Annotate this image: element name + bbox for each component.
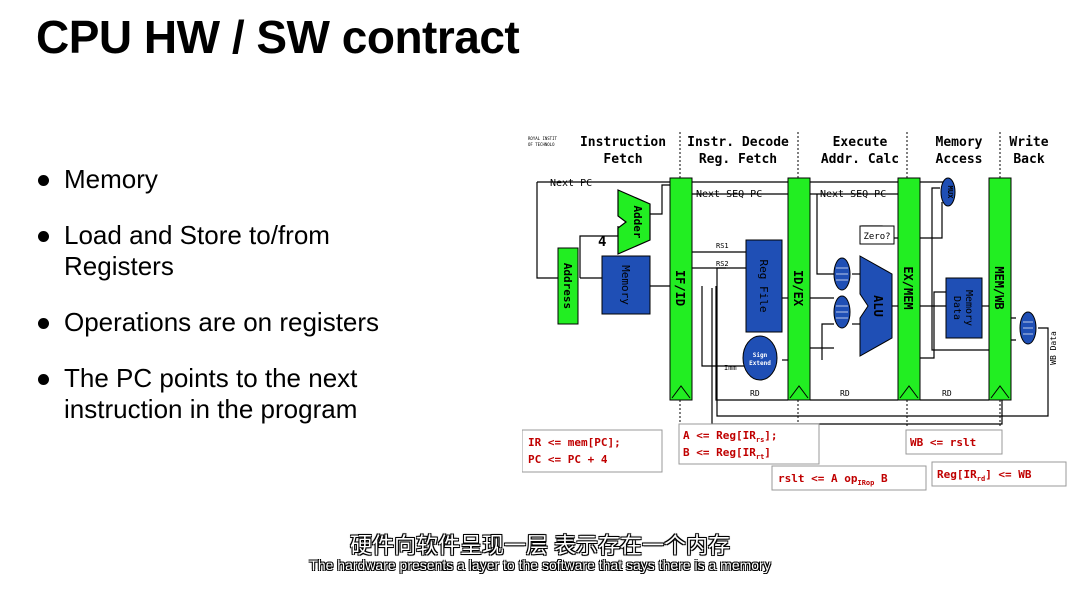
fetch-annotation: IR <= mem[PC]; PC <= PC + 4 bbox=[522, 429, 663, 473]
bullet-operations: Operations are on registers bbox=[36, 307, 496, 338]
svg-text:Data: Data bbox=[951, 296, 962, 320]
sign-extend-unit: Sign Extend bbox=[742, 335, 778, 381]
stage-header-memory-2: Access bbox=[936, 152, 983, 167]
bullet-text: Load and Store to/from bbox=[64, 220, 330, 250]
execute-annotation: rslt <= A opIRop B bbox=[771, 465, 927, 491]
next-pc-label: Next PC bbox=[550, 178, 592, 189]
svg-text:IR <= mem[PC];: IR <= mem[PC]; bbox=[528, 436, 621, 449]
stage-header-fetch: Instruction bbox=[580, 135, 666, 150]
id-ex-register: ID/EX bbox=[787, 177, 811, 401]
svg-text:ALU: ALU bbox=[871, 295, 885, 317]
data-memory: Data Memory bbox=[945, 277, 983, 339]
next-seq-pc-label: Next SEQ PC bbox=[696, 189, 762, 200]
instruction-memory: Memory bbox=[601, 255, 651, 315]
bullet-text-continued: Registers bbox=[64, 251, 174, 281]
mux-icon: MUX bbox=[833, 177, 1037, 345]
bullet-load-store: Load and Store to/from Registers bbox=[36, 220, 496, 282]
stage-header-writeback-2: Back bbox=[1013, 152, 1044, 167]
stage-header-fetch-2: Fetch bbox=[603, 152, 642, 167]
svg-text:ID/EX: ID/EX bbox=[791, 270, 805, 307]
svg-text:IF/ID: IF/ID bbox=[673, 270, 687, 306]
alu: ALU bbox=[859, 255, 893, 357]
svg-text:Adder: Adder bbox=[631, 205, 644, 238]
if-id-register: IF/ID bbox=[669, 177, 693, 401]
constant-four: 4 bbox=[598, 234, 606, 250]
subtitle-chinese: 硬件向软件呈现一层 表示存在一个内存 bbox=[349, 533, 731, 558]
pipeline-diagram: ROYAL INSTIT OF TECHNOLO Instruction Fet… bbox=[522, 132, 1067, 491]
svg-text:ROYAL INSTIT: ROYAL INSTIT bbox=[528, 136, 557, 141]
stage-header-writeback: Write bbox=[1009, 135, 1048, 150]
next-seq-pc-label-2: Next SEQ PC bbox=[820, 189, 886, 200]
bullet-text: Memory bbox=[64, 164, 158, 194]
bullet-memory: Memory bbox=[36, 164, 496, 195]
svg-text:Reg File: Reg File bbox=[757, 260, 770, 313]
memory-annotation: WB <= rslt bbox=[905, 429, 1003, 455]
stage-header-decode-2: Reg. Fetch bbox=[699, 152, 777, 167]
bullet-dot-icon bbox=[38, 374, 49, 385]
svg-text:rslt <= A opIRop B: rslt <= A opIRop B bbox=[778, 472, 888, 487]
ex-mem-register: EX/MEM bbox=[897, 177, 921, 401]
institution-logo: ROYAL INSTIT OF TECHNOLO bbox=[528, 136, 557, 147]
bullet-dot-icon bbox=[38, 175, 49, 186]
svg-text:EX/MEM: EX/MEM bbox=[901, 266, 915, 309]
svg-text:Memory: Memory bbox=[619, 265, 632, 305]
svg-text:Sign: Sign bbox=[753, 352, 768, 359]
pc-register: Address bbox=[557, 247, 579, 325]
svg-text:PC <= PC + 4: PC <= PC + 4 bbox=[528, 453, 608, 466]
register-file: Reg File bbox=[745, 239, 783, 333]
svg-text:OF TECHNOLO: OF TECHNOLO bbox=[528, 142, 555, 147]
svg-text:Address: Address bbox=[561, 263, 574, 309]
svg-text:A <= Reg[IRrs];: A <= Reg[IRrs]; bbox=[683, 429, 778, 444]
bullet-text-continued: instruction in the program bbox=[64, 394, 358, 424]
stage-header-decode: Instr. Decode bbox=[687, 135, 789, 150]
decode-annotation: A <= Reg[IRrs]; B <= Reg[IRrt] bbox=[678, 423, 820, 465]
rs1-label: RS1 bbox=[716, 242, 729, 250]
slide-title: CPU HW / SW contract bbox=[36, 11, 520, 63]
svg-text:B <= Reg[IRrt]: B <= Reg[IRrt] bbox=[683, 446, 771, 461]
rs2-label: RS2 bbox=[716, 260, 729, 268]
bullet-text: Operations are on registers bbox=[64, 307, 380, 337]
svg-text:MEM/WB: MEM/WB bbox=[992, 266, 1006, 309]
mem-wb-register: MEM/WB bbox=[988, 177, 1012, 401]
rd-label-2: RD bbox=[840, 389, 850, 398]
bullet-dot-icon bbox=[38, 231, 49, 242]
svg-text:Memory: Memory bbox=[963, 290, 974, 326]
svg-text:Zero?: Zero? bbox=[863, 232, 890, 242]
bullet-dot-icon bbox=[38, 318, 49, 329]
zero-test: Zero? bbox=[859, 225, 895, 245]
svg-text:WB <= rslt: WB <= rslt bbox=[910, 436, 976, 449]
wb-data-label: WB Data bbox=[1049, 331, 1058, 365]
svg-text:Extend: Extend bbox=[749, 360, 771, 367]
writeback-annotation: Reg[IRrd] <= WB bbox=[931, 461, 1067, 487]
pc-adder: Adder 4 bbox=[598, 189, 651, 255]
bullet-text: The PC points to the next bbox=[64, 363, 358, 393]
rd-label-3: RD bbox=[942, 389, 952, 398]
subtitle-english: The hardware presents a layer to the sof… bbox=[309, 557, 771, 573]
stage-header-memory: Memory bbox=[936, 135, 983, 150]
svg-text:MUX: MUX bbox=[946, 186, 954, 199]
stage-header-execute: Execute bbox=[833, 135, 888, 150]
stage-header-execute-2: Addr. Calc bbox=[821, 152, 899, 167]
imm-label: Imm bbox=[724, 364, 737, 372]
svg-text:Reg[IRrd] <= WB: Reg[IRrd] <= WB bbox=[937, 468, 1032, 483]
rd-label-1: RD bbox=[750, 389, 760, 398]
bullet-pc: The PC points to the next instruction in… bbox=[36, 363, 496, 425]
bullet-list: Memory Load and Store to/from Registers … bbox=[36, 164, 496, 450]
